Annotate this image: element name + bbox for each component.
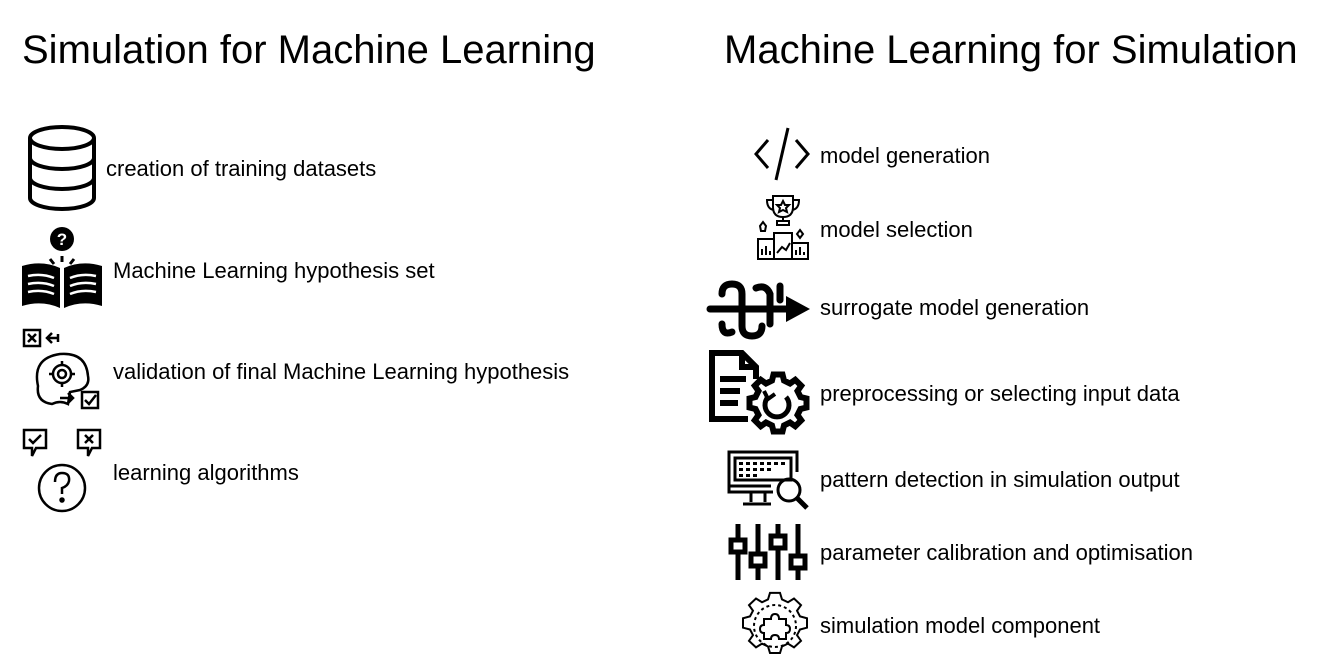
puzzle-gear-icon: [740, 595, 810, 657]
database-icon: [26, 124, 98, 212]
right-item-label: surrogate model generation: [820, 295, 1090, 320]
code-icon: [752, 124, 812, 184]
sliders-icon: [728, 522, 808, 582]
right-item-label: preprocessing or selecting input data: [820, 381, 1180, 406]
right-item-label: simulation model component: [820, 613, 1101, 638]
document-gear-icon: [708, 349, 812, 437]
book-question-icon: ?: [22, 227, 102, 308]
right-item-label: parameter calibration and optimisation: [820, 540, 1193, 565]
right-title: Machine Learning for Simulation: [724, 28, 1298, 72]
monitor-search-icon: [727, 450, 811, 510]
surrogate-arrow-icon: [708, 280, 810, 338]
head-validation-icon: [22, 328, 102, 414]
left-item-label: creation of training datasets: [106, 156, 377, 181]
left-title: Simulation for Machine Learning: [22, 28, 596, 72]
question-choice-icon: [22, 428, 102, 518]
podium-trophy-icon: [756, 193, 810, 261]
right-item-label: pattern detection in simulation output: [820, 467, 1180, 492]
svg-text:?: ?: [57, 230, 67, 249]
left-item-label: validation of final Machine Learning hyp…: [113, 359, 570, 384]
right-item-label: model generation: [820, 143, 991, 168]
left-item-label: learning algorithms: [113, 460, 299, 485]
right-item-label: model selection: [820, 217, 973, 242]
left-item-label: Machine Learning hypothesis set: [113, 258, 435, 283]
